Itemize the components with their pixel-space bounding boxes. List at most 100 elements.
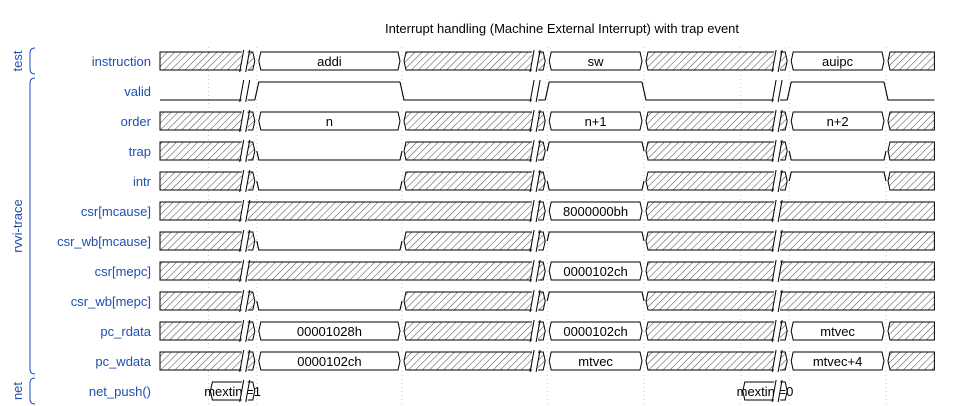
signal-row	[160, 81, 935, 101]
signal-label: csr[mepc]	[95, 264, 151, 279]
low-level	[641, 81, 788, 101]
gap-slash	[245, 79, 251, 103]
undefined-region	[887, 351, 935, 371]
high-level	[254, 81, 400, 101]
data-region	[790, 321, 885, 341]
undefined-region	[159, 141, 256, 161]
data-region	[548, 321, 643, 341]
undefined-region	[403, 351, 546, 371]
gap-slash	[535, 169, 541, 193]
low-level	[399, 81, 546, 101]
gap-slash	[771, 289, 777, 313]
data-region	[258, 51, 401, 71]
gap-slash	[239, 139, 245, 163]
undefined-region	[403, 111, 546, 131]
gap-slash	[777, 319, 783, 343]
gap-slash	[239, 49, 245, 73]
data-value: mextint=1	[204, 384, 261, 399]
undefined-region	[887, 171, 935, 191]
gap-slash	[777, 379, 783, 403]
gap-slash	[529, 199, 535, 223]
gap-slash	[529, 319, 535, 343]
data-region	[790, 51, 885, 71]
data-value: auipc	[822, 54, 854, 69]
gap-slash	[535, 109, 541, 133]
group-test: test	[10, 47, 36, 75]
gap-mask	[774, 110, 781, 132]
signal-label: valid	[124, 84, 151, 99]
gap-slash	[777, 169, 783, 193]
signal-label: intr	[133, 174, 152, 189]
data-value: sw	[588, 54, 605, 69]
gap-slash	[771, 349, 777, 373]
gap-mask	[774, 140, 781, 162]
undefined-region	[403, 291, 546, 311]
gap-mask	[241, 290, 248, 312]
data-region	[548, 201, 643, 221]
undefined-region	[159, 111, 256, 131]
undefined-region	[645, 231, 935, 251]
low-level	[883, 81, 935, 101]
gap-slash	[239, 379, 245, 403]
gap-mask	[774, 200, 781, 222]
data-region	[790, 111, 885, 131]
undefined-region	[645, 201, 935, 221]
data-value: 0000102ch	[563, 264, 627, 279]
time-gap-marker	[239, 49, 251, 403]
undefined-region	[403, 321, 546, 341]
gap-mask	[241, 230, 248, 252]
gap-slash	[239, 259, 245, 283]
gap-mask	[532, 230, 539, 252]
low-level	[546, 180, 645, 191]
data-region	[548, 261, 643, 281]
gap-mask	[774, 80, 781, 102]
gap-slash	[535, 139, 541, 163]
data-value: 0000102ch	[563, 324, 627, 339]
gap-slash	[777, 199, 783, 223]
data-region	[548, 51, 643, 71]
undefined-region	[645, 351, 788, 371]
undefined-region	[403, 141, 546, 161]
gap-slash	[535, 79, 541, 103]
data-value: n+1	[585, 114, 607, 129]
gap-mask	[241, 50, 248, 72]
group-label: net	[10, 382, 25, 400]
gap-slash	[239, 229, 245, 253]
gap-mask	[532, 110, 539, 132]
data-region	[548, 351, 643, 371]
signal-row: 8000000bh	[159, 201, 935, 221]
gap-slash	[245, 169, 251, 193]
signal-label: net_push()	[89, 384, 151, 399]
diagram-title: Interrupt handling (Machine External Int…	[385, 21, 739, 36]
gap-slash	[239, 319, 245, 343]
gap-slash	[771, 49, 777, 73]
gap-slash	[535, 49, 541, 73]
gap-slash	[245, 349, 251, 373]
undefined-region	[403, 51, 546, 71]
data-value: n	[326, 114, 333, 129]
group-net: net	[10, 377, 36, 405]
gap-slash	[239, 349, 245, 373]
group-bracket	[29, 47, 36, 75]
data-value: mextint=0	[737, 384, 794, 399]
undefined-region	[645, 321, 788, 341]
undefined-region	[887, 141, 935, 161]
gap-slash	[777, 229, 783, 253]
undefined-region	[645, 261, 935, 281]
signal-label: pc_rdata	[100, 324, 151, 339]
gap-mask	[774, 230, 781, 252]
data-region	[258, 321, 401, 341]
undefined-region	[403, 171, 546, 191]
undefined-region	[159, 171, 256, 191]
high-level	[546, 141, 645, 152]
gap-slash	[535, 349, 541, 373]
gap-slash	[529, 289, 535, 313]
signal-label: csr_wb[mcause]	[57, 234, 151, 249]
data-value: addi	[317, 54, 342, 69]
gap-slash	[245, 259, 251, 283]
gap-slash	[245, 379, 251, 403]
gap-slash	[245, 139, 251, 163]
